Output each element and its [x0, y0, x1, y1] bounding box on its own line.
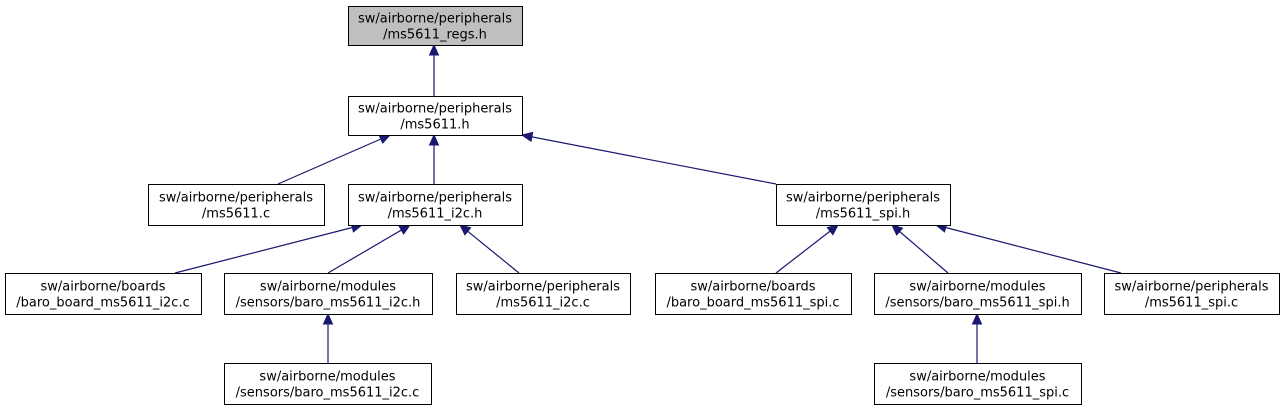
arrowhead-icon: [520, 131, 534, 143]
node-label-line2: /ms5611.c: [202, 207, 270, 222]
node-box[interactable]: [148, 184, 325, 226]
arrowhead-icon: [826, 224, 839, 236]
node-baro_ms5611_spi_h[interactable]: sw/airborne/modules/sensors/baro_ms5611_…: [874, 273, 1082, 315]
node-baro_ms5611_i2c_h[interactable]: sw/airborne/modules/sensors/baro_ms5611_…: [224, 273, 433, 315]
arrowhead-icon: [891, 224, 904, 236]
node-ms5611_spi_h[interactable]: sw/airborne/peripherals/ms5611_spi.h: [776, 184, 951, 226]
node-box[interactable]: [874, 273, 1082, 315]
node-baro_ms5611_i2c_c[interactable]: sw/airborne/modules/sensors/baro_ms5611_…: [224, 363, 432, 405]
node-label-line2: /ms5611_spi.c: [1145, 296, 1238, 311]
node-label-line1: sw/airborne/modules: [260, 280, 396, 295]
edge-baro_ms5611_spi_c-to-baro_ms5611_spi_h: [971, 312, 983, 363]
node-label-line1: sw/airborne/modules: [909, 280, 1045, 295]
arrowhead-icon: [322, 312, 334, 325]
node-box[interactable]: [655, 273, 852, 315]
edge-baro_ms5611_spi_h-to-ms5611_spi_h: [891, 224, 949, 274]
edge-baro_ms5611_i2c_h-to-ms5611_i2c_h: [327, 224, 412, 274]
edge-ms5611_i2c_h-to-ms5611_h: [428, 133, 440, 184]
edge-baro_ms5611_i2c_c-to-baro_ms5611_i2c_h: [322, 312, 334, 363]
edge-ms5611_i2c_c-to-ms5611_i2c_h: [459, 224, 520, 274]
node-ms5611_i2c_h[interactable]: sw/airborne/peripherals/ms5611_i2c.h: [348, 184, 523, 226]
node-label-line1: sw/airborne/peripherals: [1114, 280, 1268, 295]
node-label-line2: /baro_board_ms5611_spi.c: [666, 296, 839, 311]
edge-line: [467, 230, 520, 274]
arrowhead-icon: [428, 133, 440, 146]
arrowhead-icon: [428, 43, 440, 56]
arrowhead-icon: [459, 224, 472, 236]
edge-line: [899, 231, 949, 274]
node-ms5611_i2c_c[interactable]: sw/airborne/peripherals/ms5611_i2c.c: [456, 273, 631, 315]
edge-ms5611_h-to-ms5611_regs_h: [428, 43, 440, 96]
edge-ms5611_spi_h-to-ms5611_h: [520, 131, 777, 185]
node-box[interactable]: [874, 363, 1082, 405]
edge-line: [277, 138, 382, 185]
edge-baro_board_ms5611_spi_c-to-ms5611_spi_h: [775, 224, 839, 274]
node-box[interactable]: [348, 96, 523, 136]
node-baro_ms5611_spi_c[interactable]: sw/airborne/modules/sensors/baro_ms5611_…: [874, 363, 1082, 405]
arrowhead-icon: [378, 134, 392, 145]
node-label-line2: /ms5611_regs.h: [383, 28, 487, 43]
node-label-line2: /ms5611_spi.h: [816, 207, 910, 222]
arrowhead-icon: [971, 312, 983, 325]
node-ms5611_c[interactable]: sw/airborne/peripherals/ms5611.c: [148, 184, 325, 226]
edge-line: [945, 226, 1122, 274]
node-ms5611_regs_h[interactable]: sw/airborne/peripherals/ms5611_regs.h: [348, 6, 523, 46]
node-label-line1: sw/airborne/peripherals: [358, 191, 512, 206]
node-box[interactable]: [456, 273, 631, 315]
node-ms5611_h[interactable]: sw/airborne/peripherals/ms5611.h: [348, 96, 523, 136]
node-label-line2: /ms5611_i2c.h: [388, 207, 483, 222]
node-box[interactable]: [224, 363, 432, 405]
node-label-line1: sw/airborne/peripherals: [466, 280, 620, 295]
node-ms5611_spi_c[interactable]: sw/airborne/peripherals/ms5611_spi.c: [1104, 273, 1280, 315]
node-label-line1: sw/airborne/peripherals: [786, 191, 940, 206]
node-label-line2: /sensors/baro_ms5611_spi.h: [885, 296, 1069, 311]
node-label-line1: sw/airborne/peripherals: [358, 102, 512, 117]
node-label-line1: sw/airborne/peripherals: [358, 12, 512, 27]
node-box[interactable]: [348, 184, 523, 226]
node-baro_board_ms5611_spi_c[interactable]: sw/airborne/boards/baro_board_ms5611_spi…: [655, 273, 852, 315]
node-label-line2: /baro_board_ms5611_i2c.c: [16, 296, 189, 311]
edge-ms5611_spi_c-to-ms5611_spi_h: [934, 222, 1122, 274]
edges-layer: [174, 43, 1122, 363]
edge-line: [174, 226, 353, 274]
edge-line: [327, 229, 402, 274]
edge-line: [775, 230, 831, 274]
node-box[interactable]: [1104, 273, 1280, 315]
node-box[interactable]: [348, 6, 523, 46]
edge-line: [531, 136, 777, 185]
nodes-layer: sw/airborne/peripherals/ms5611_regs.hsw/…: [5, 6, 1280, 405]
node-label-line1: sw/airborne/modules: [259, 370, 395, 385]
node-label-line2: /sensors/baro_ms5611_spi.c: [886, 386, 1069, 401]
node-label-line1: sw/airborne/peripherals: [159, 191, 313, 206]
node-box[interactable]: [776, 184, 951, 226]
node-box[interactable]: [5, 273, 202, 315]
arrowhead-icon: [398, 224, 412, 235]
node-label-line1: sw/airborne/boards: [41, 280, 166, 295]
node-label-line2: /sensors/baro_ms5611_i2c.c: [236, 386, 420, 401]
node-box[interactable]: [224, 273, 433, 315]
node-label-line1: sw/airborne/modules: [909, 370, 1045, 385]
edge-baro_board_ms5611_i2c_c-to-ms5611_i2c_h: [174, 222, 364, 274]
node-label-line2: /ms5611.h: [400, 118, 469, 133]
edge-ms5611_c-to-ms5611_h: [277, 134, 392, 185]
node-label-line2: /sensors/baro_ms5611_i2c.h: [236, 296, 421, 311]
node-label-line2: /ms5611_i2c.c: [496, 296, 590, 311]
node-label-line1: sw/airborne/boards: [691, 280, 816, 295]
node-baro_board_ms5611_i2c_c[interactable]: sw/airborne/boards/baro_board_ms5611_i2c…: [5, 273, 202, 315]
